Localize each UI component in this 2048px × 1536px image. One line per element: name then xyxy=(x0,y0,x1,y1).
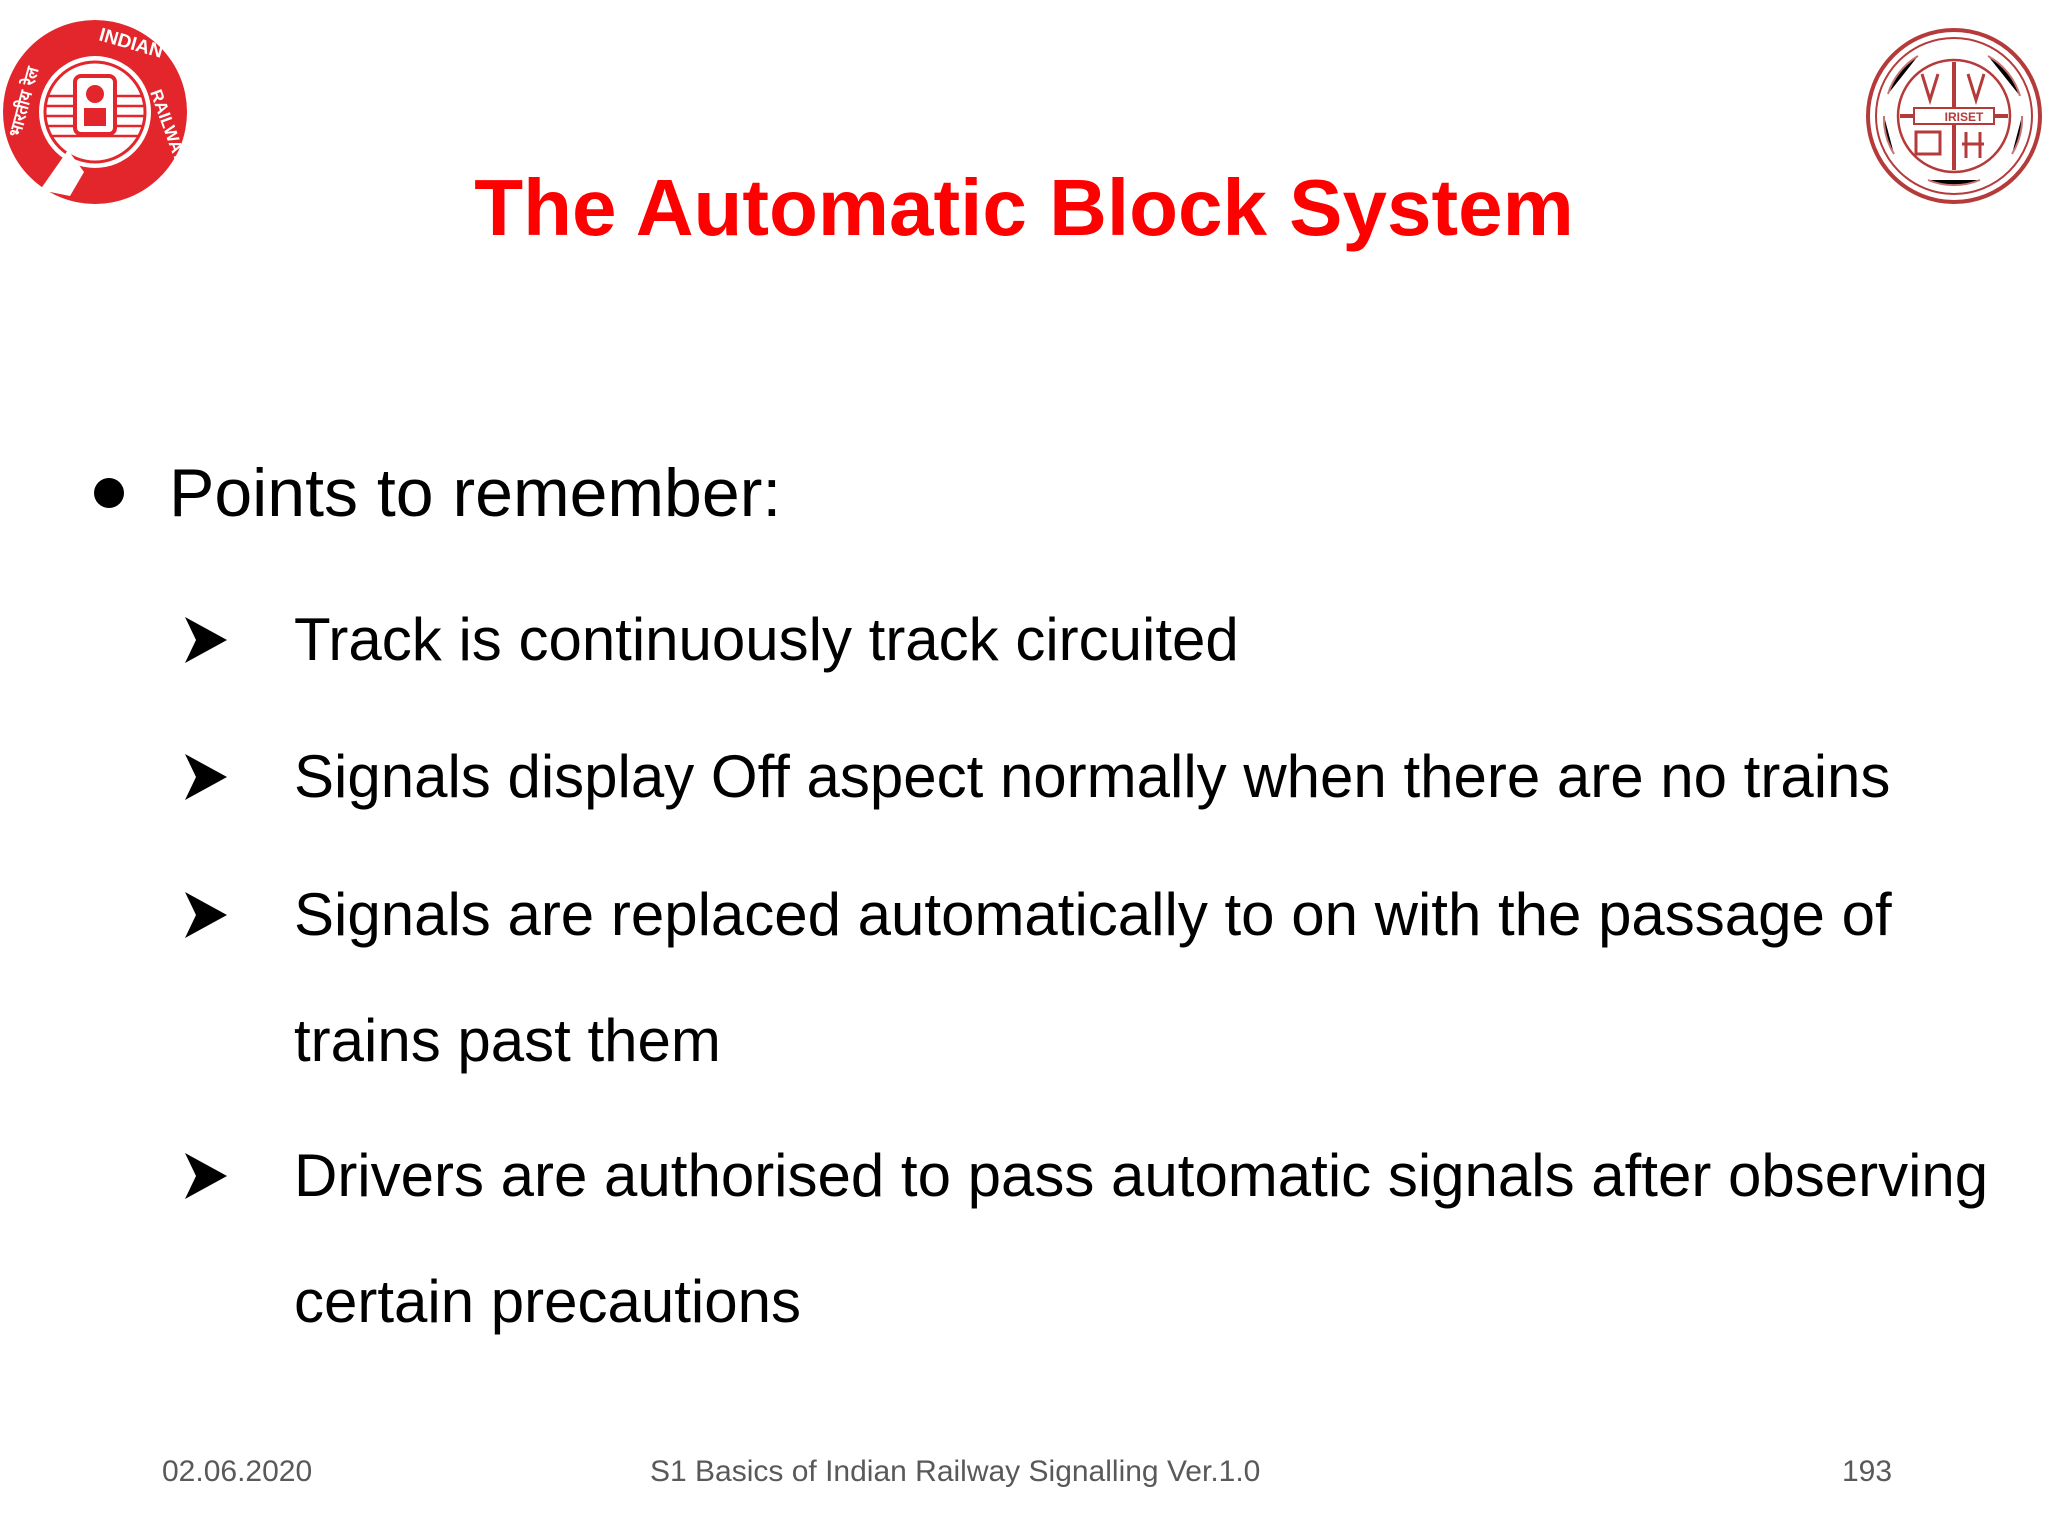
slide-title: The Automatic Block System xyxy=(474,163,1574,252)
iriset-logo: IRISET xyxy=(1858,4,2048,224)
filled-circle-bullet-icon xyxy=(94,478,124,508)
footer-course-title: S1 Basics of Indian Railway Signalling V… xyxy=(650,1455,1261,1488)
arrowhead-bullet-icon xyxy=(185,1153,227,1199)
sub-bullet-text: Track is continuously track circuited xyxy=(294,606,1239,673)
svg-text:IRISET: IRISET xyxy=(1945,110,1984,124)
main-bullet-text: Points to remember: xyxy=(169,455,782,531)
main-bullet-item: Points to remember: xyxy=(94,443,781,543)
arrowhead-bullet-icon xyxy=(185,754,227,800)
arrowhead-bullet-icon xyxy=(185,617,227,663)
sub-bullet-text: Signals display Off aspect normally when… xyxy=(294,743,1891,810)
indian-railways-logo: INDIAN RAILWAYS भारतीय रेल xyxy=(0,0,195,230)
footer-date: 02.06.2020 xyxy=(162,1455,313,1488)
sub-bullet-text: Signals are replaced automatically to on… xyxy=(294,881,1892,1074)
sub-bullet-text: Drivers are authorised to pass automatic… xyxy=(294,1142,1989,1335)
footer-page-number: 193 xyxy=(1842,1455,1893,1488)
arrowhead-bullet-icon xyxy=(185,892,227,938)
